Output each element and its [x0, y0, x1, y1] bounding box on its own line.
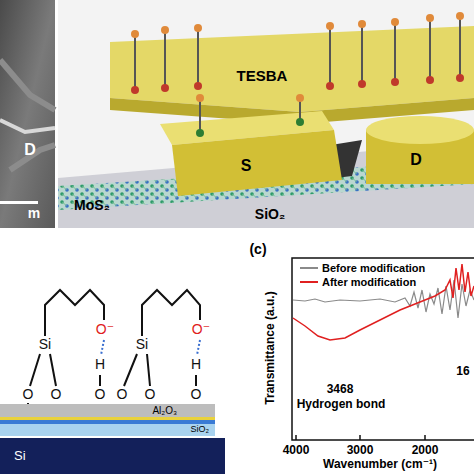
- atom-label: O: [95, 387, 106, 402]
- atom-label: O⁻: [192, 322, 210, 337]
- after-spectrum: [293, 264, 474, 340]
- electrode-letter: D: [410, 151, 422, 169]
- layer-name: SiO₂: [255, 207, 285, 222]
- legend-line: [300, 267, 318, 269]
- atom-label: O⁻: [96, 322, 114, 337]
- layer-label: Al₂O₃: [152, 405, 177, 416]
- molecule-heads: [131, 12, 464, 137]
- silane-bonds: [28, 290, 200, 404]
- molecule-name: TESBA: [237, 68, 288, 85]
- source-pad: [172, 130, 342, 196]
- legend-entry: After modification: [300, 276, 416, 288]
- atom-label: O: [51, 387, 62, 402]
- legend-text: After modification: [322, 276, 416, 288]
- legend-entry: Before modification: [300, 262, 425, 274]
- plot-frame: [292, 258, 474, 440]
- sem-texture: [0, 60, 55, 170]
- sem-image: [0, 0, 55, 228]
- peak-label: 16: [456, 365, 469, 378]
- tick-label: 3000: [347, 444, 374, 457]
- gold-film: [110, 26, 474, 112]
- x-ticks: [296, 435, 425, 440]
- legend-text: Before modification: [322, 262, 425, 274]
- layer-band: Al₂O₃: [0, 404, 215, 417]
- legend-line: [300, 281, 318, 283]
- electrode-letter: D: [24, 141, 36, 159]
- tesba-molecules: [135, 18, 460, 135]
- layer-label: Si: [14, 449, 26, 463]
- atom-label: O: [145, 387, 156, 402]
- atom-label: O: [23, 387, 34, 402]
- atom-label: H: [95, 357, 105, 372]
- tick-label: 4000: [283, 444, 310, 457]
- layer-band: Si: [0, 438, 225, 474]
- atom-label: Si: [136, 337, 148, 352]
- axis-title: Wavenumber (cm⁻¹): [323, 458, 437, 471]
- peak-annotation: Hydrogen bond: [297, 398, 386, 411]
- atom-label: H: [191, 357, 201, 372]
- drain-top: [366, 116, 474, 144]
- atom-label: O: [117, 387, 128, 402]
- electrode-letter: S: [241, 157, 252, 175]
- layer-name: MoS₂: [74, 198, 110, 213]
- render-background: [58, 0, 474, 228]
- axis-title: Transmittance (a.u.): [264, 291, 277, 404]
- sem-channel: [0, 120, 55, 132]
- scale-bar: [0, 201, 38, 204]
- panel-letter: (c): [249, 242, 266, 257]
- layer-label: SiO₂: [191, 425, 210, 435]
- atom-label: O: [191, 387, 202, 402]
- hydrogen-bond-lines: [101, 340, 200, 355]
- atom-label: Si: [39, 337, 51, 352]
- layer-band: SiO₂: [0, 424, 215, 436]
- scale-bar-label: m: [28, 206, 40, 221]
- tick-label: 2000: [412, 444, 439, 457]
- peak-label: 3468: [327, 383, 354, 396]
